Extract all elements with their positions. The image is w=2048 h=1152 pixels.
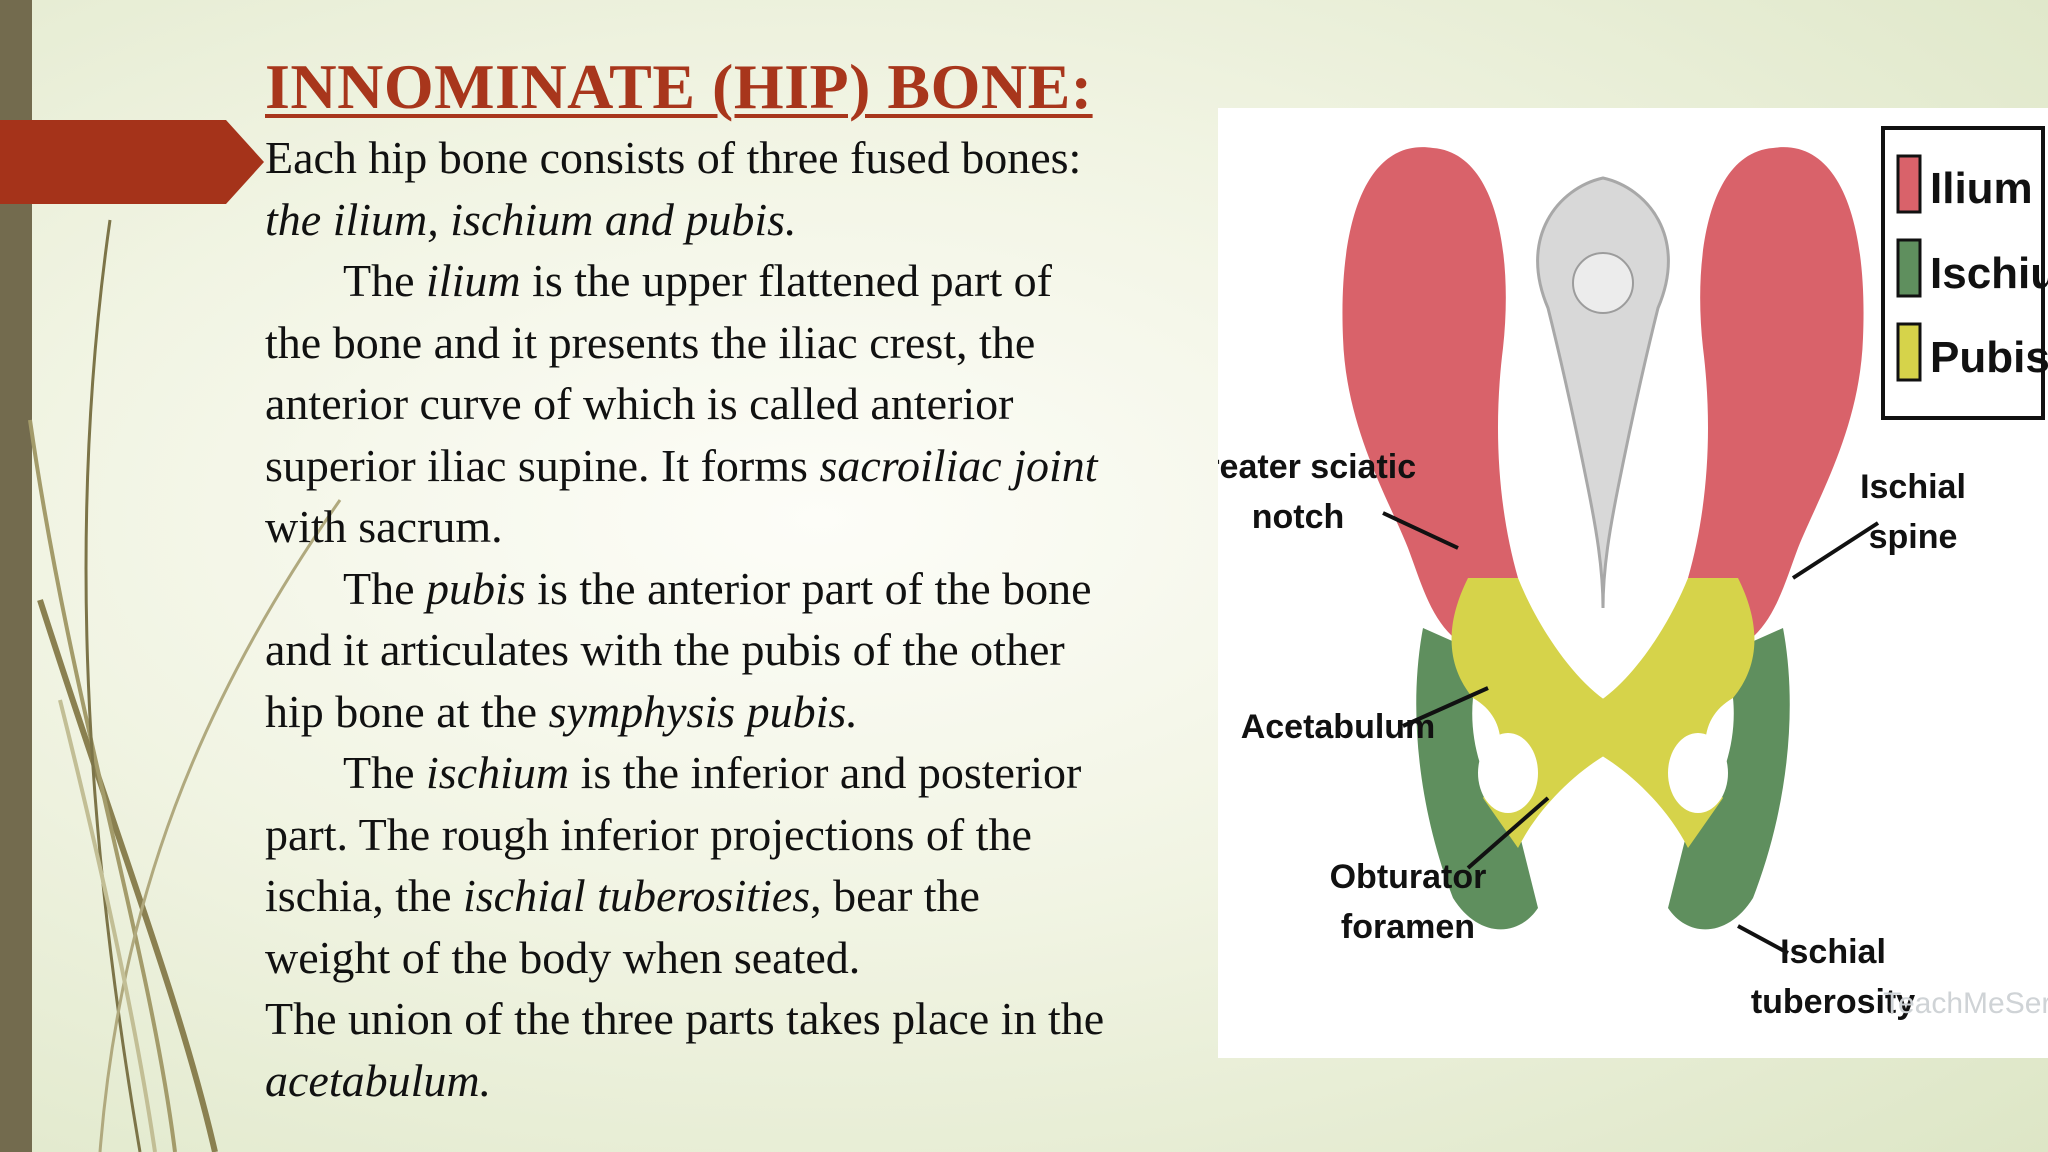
text-run: The xyxy=(343,255,427,306)
legend-label-ilium: Ilium xyxy=(1930,164,2033,213)
text-line: hip bone at the symphysis pubis. xyxy=(265,681,1225,743)
ischium-left xyxy=(1416,628,1538,930)
legend-swatch-ilium xyxy=(1896,154,1922,214)
teachmeseries-watermark: TeachMeSeries xyxy=(1883,987,2048,1020)
title-arrow-tab xyxy=(0,120,264,204)
text-line: part. The rough inferior projections of … xyxy=(265,804,1225,866)
legend: Ilium Ischium Pubis xyxy=(1881,126,2048,420)
label-greater-sciatic-notch-2: notch xyxy=(1252,498,1345,536)
label-acetabulum: Acetabulum xyxy=(1241,708,1436,746)
text-line: the ilium, ischium and pubis. xyxy=(265,189,1225,251)
italic-term: acetabulum. xyxy=(265,1054,492,1106)
text-line: The ischium is the inferior and posterio… xyxy=(265,742,1225,804)
text-line: with sacrum. xyxy=(265,496,1225,558)
label-greater-sciatic-notch-1: Greater sciatic xyxy=(1218,448,1416,486)
obturator-foramen-right xyxy=(1668,733,1728,813)
text-line: weight of the body when seated. xyxy=(265,927,1225,989)
text-line: The pubis is the anterior part of the bo… xyxy=(265,558,1225,620)
label-ischial-tuberosity-1: Ischial xyxy=(1780,933,1886,971)
pelvis-figure: Greater sciatic notch Ischial spine Acet… xyxy=(1180,108,2048,1058)
ischium-right xyxy=(1668,628,1790,930)
italic-term: ilium xyxy=(426,255,521,306)
text-run: is the upper flattened part of xyxy=(520,255,1052,306)
text-line: Each hip bone consists of three fused bo… xyxy=(265,127,1225,189)
label-obturator-foramen-2: foramen xyxy=(1341,908,1475,946)
text-run: The xyxy=(343,562,427,614)
label-ischial-spine-1: Ischial xyxy=(1860,468,1966,506)
ilium-right-wing xyxy=(1688,147,1864,648)
text-line: and it articulates with the pubis of the… xyxy=(265,619,1225,681)
ilium-left-wing xyxy=(1342,147,1518,648)
decorative-swoosh-lines xyxy=(28,219,342,1152)
text-line: anterior curve of which is called anteri… xyxy=(265,373,1225,435)
italic-term: pubis xyxy=(426,562,526,614)
text-line: The union of the three parts takes place… xyxy=(265,988,1225,1050)
text-run: anterior curve of which is called anteri… xyxy=(265,378,1014,429)
text-run: ischia, the xyxy=(265,870,463,921)
legend-label-ischium: Ischium xyxy=(1930,249,2048,298)
text-run: The union of the three parts takes place… xyxy=(265,993,1105,1044)
legend-label-pubis: Pubis xyxy=(1930,333,2048,382)
text-run: part. The rough inferior projections of … xyxy=(265,808,1032,860)
text-run: The xyxy=(343,747,427,798)
text-line: The ilium is the upper flattened part of xyxy=(265,250,1225,312)
text-run: the bone and it presents the iliac crest… xyxy=(265,316,1036,368)
label-ischial-spine-2: spine xyxy=(1869,518,1958,556)
italic-term: ischium xyxy=(426,747,570,798)
text-run: Each hip bone consists of three fused bo… xyxy=(265,132,1082,183)
label-ischial-tuberosity-2: tuberosity xyxy=(1751,983,1915,1021)
body-text: Each hip bone consists of three fused bo… xyxy=(265,127,1225,1111)
text-line: the bone and it presents the iliac crest… xyxy=(265,312,1225,374)
text-run: superior iliac supine. It forms xyxy=(265,439,820,491)
text-line: superior iliac supine. It forms sacroili… xyxy=(265,435,1225,497)
obturator-foramen-left xyxy=(1478,733,1538,813)
text-run: and it articulates with the pubis of the… xyxy=(265,624,1065,675)
label-obturator-foramen-1: Obturator xyxy=(1330,858,1487,896)
legend-swatch-pubis xyxy=(1896,322,1922,382)
text-run: hip bone at the xyxy=(265,685,549,737)
text-line: ischia, the ischial tuberosities, bear t… xyxy=(265,865,1225,927)
pelvis-diagram: Greater sciatic notch Ischial spine Acet… xyxy=(1180,126,2048,1021)
italic-term: ischial tuberosities xyxy=(463,870,811,921)
slide-title: INNOMINATE (HIP) BONE: xyxy=(265,51,1093,122)
text-line: acetabulum. xyxy=(265,1050,1225,1112)
text-run: , bear the xyxy=(810,870,980,921)
text-run: is the inferior and posterior xyxy=(569,747,1082,798)
text-run: with sacrum. xyxy=(265,501,503,552)
italic-term: symphysis pubis. xyxy=(548,685,858,737)
italic-term: sacroiliac joint xyxy=(819,439,1098,491)
text-run: weight of the body when seated. xyxy=(265,931,861,983)
text-run: is the anterior part of the bone xyxy=(525,562,1092,614)
italic-term: the ilium, ischium and pubis. xyxy=(265,193,797,245)
legend-swatch-ischium xyxy=(1896,238,1922,298)
sacrum xyxy=(1536,176,1670,609)
